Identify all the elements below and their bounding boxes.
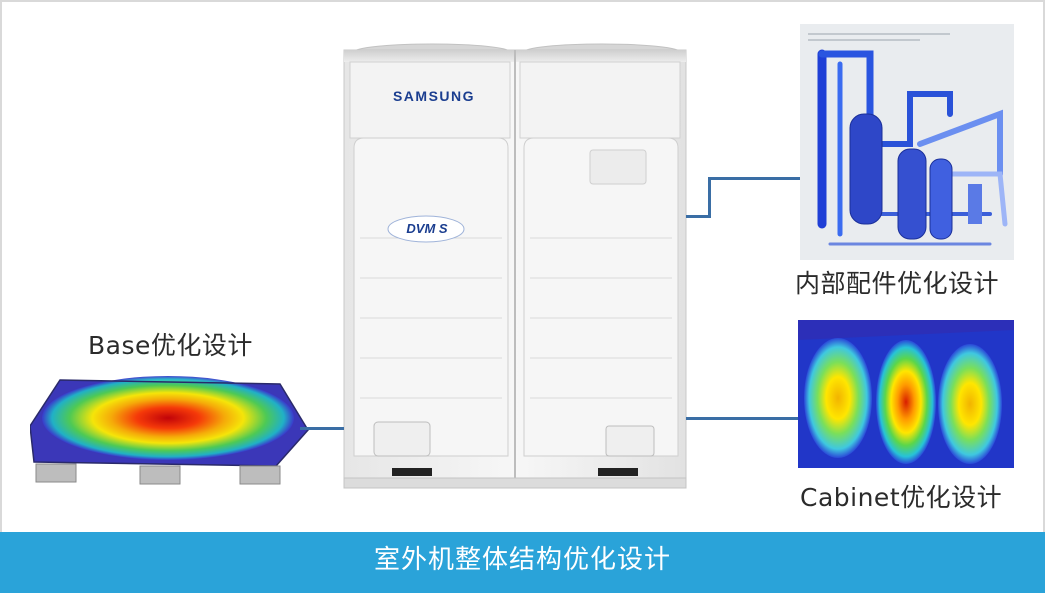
piping-simulation-image bbox=[800, 24, 1014, 260]
connector-internal-parts-h2 bbox=[708, 177, 800, 180]
footer-banner: 室外机整体结构优化设计 bbox=[0, 532, 1045, 593]
cabinet-fea-heatmap-image bbox=[798, 320, 1014, 468]
model-badge: DVM S bbox=[406, 221, 448, 236]
brand-logo: SAMSUNG bbox=[392, 88, 476, 104]
base-fea-heatmap-image bbox=[30, 376, 309, 485]
label-internal-parts: 内部配件优化设计 bbox=[795, 269, 1000, 298]
connector-internal-parts-v bbox=[708, 177, 711, 218]
label-base: Base优化设计 bbox=[88, 331, 253, 360]
connector-internal-parts-h1 bbox=[686, 215, 710, 218]
connector-cabinet bbox=[686, 417, 798, 420]
connector-base-h bbox=[300, 427, 344, 430]
footer-title: 室外机整体结构优化设计 bbox=[373, 545, 671, 575]
label-cabinet: Cabinet优化设计 bbox=[800, 483, 1003, 512]
outdoor-unit-image bbox=[343, 43, 687, 489]
